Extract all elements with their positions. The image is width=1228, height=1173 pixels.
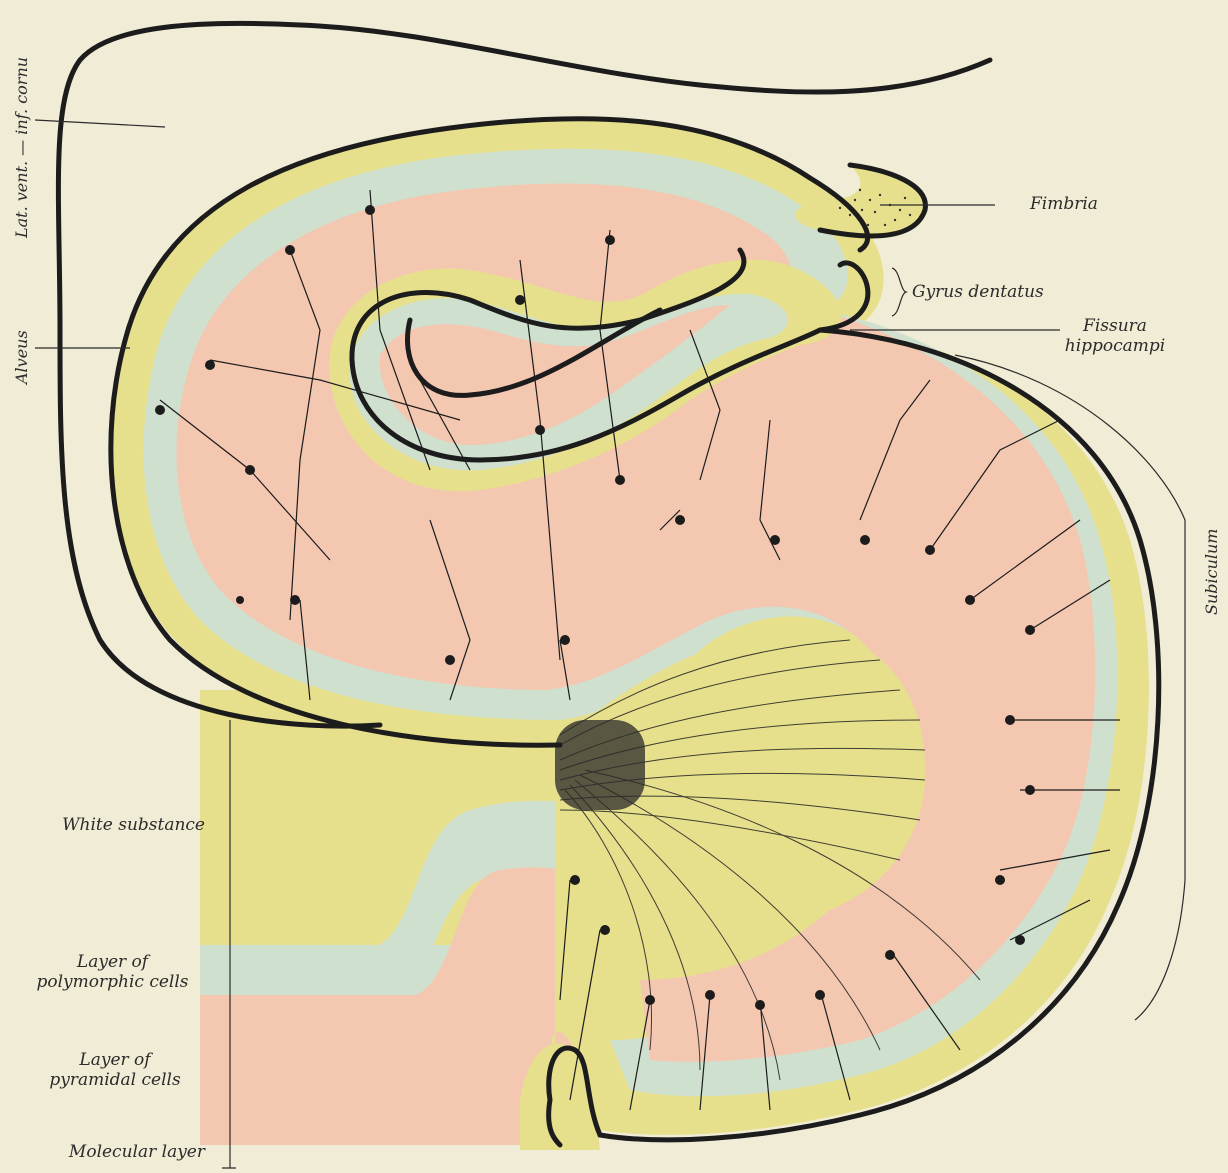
- alveus-label: Alveus: [12, 330, 32, 384]
- fimbria-label: Fimbria: [1030, 194, 1098, 214]
- subiculum-label: Subiculum: [1202, 529, 1222, 615]
- fissura-label-line2: hippocampi: [1060, 336, 1170, 356]
- gyrus-dentatus-label: Gyrus dentatus: [912, 282, 1044, 302]
- fiber-dense-core: [555, 720, 645, 810]
- molecular-layer-label: Molecular layer: [20, 1142, 205, 1162]
- polymorphic-label-line2: polymorphic cells: [20, 972, 205, 992]
- white-substance-label: White substance: [20, 815, 205, 835]
- polymorphic-label-line1: Layer of: [20, 952, 205, 972]
- fissura-label-line1: Fissura: [1060, 316, 1170, 336]
- pyramidal-label-line1: Layer of: [30, 1050, 200, 1070]
- lat-vent-label: Lat. vent. — inf. cornu: [12, 57, 32, 238]
- pyramidal-label-line2: pyramidal cells: [30, 1070, 200, 1090]
